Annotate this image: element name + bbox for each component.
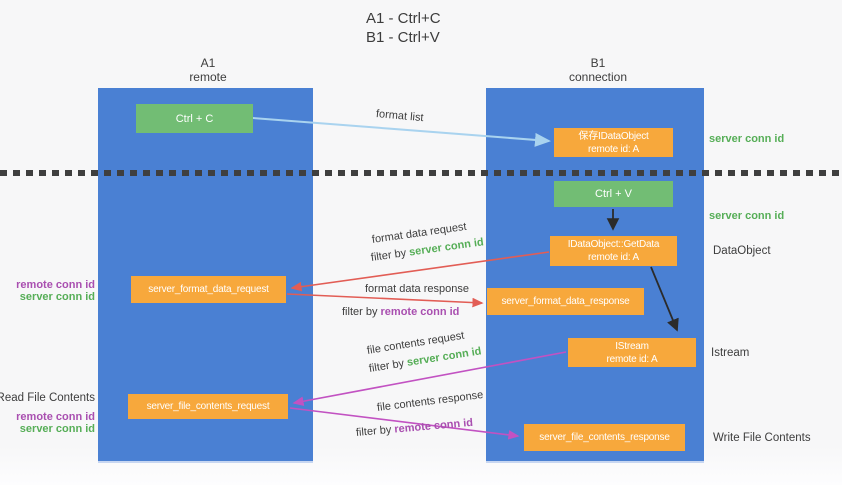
server-format-data-request-box: server_format_data_request — [131, 276, 286, 303]
read-file-contents-label: Read File Contents — [0, 392, 95, 404]
server-format-data-response-label: server_format_data_response — [501, 296, 630, 307]
format-list-arrow — [252, 117, 551, 147]
server-conn-id-label-l2: server conn id — [19, 423, 95, 435]
server-conn-id-label-l1: server conn id — [19, 291, 95, 303]
diagram-title: A1 - Ctrl+C B1 - Ctrl+V — [366, 9, 441, 47]
format-data-response-arrow — [286, 293, 484, 308]
server-file-contents-response-label: server_file_contents_response — [539, 432, 670, 443]
file-contents-request-arrow — [292, 351, 567, 406]
ctrl-c-label: Ctrl + C — [175, 112, 214, 125]
filter-by-text: filter by — [342, 306, 378, 318]
lane-left-id: A1 — [200, 56, 216, 70]
remote-conn-id-label-2: remote conn id — [16, 411, 95, 423]
file-contents-response-arrow — [289, 407, 520, 440]
istream-remote-id: remote id: A — [606, 353, 658, 365]
server-file-contents-request-box: server_file_contents_request — [128, 394, 288, 419]
lane-right-role: connection — [568, 70, 628, 84]
server-format-data-response-box: server_format_data_response — [487, 288, 644, 315]
title-line-ctrl-c: A1 - Ctrl+C — [366, 10, 441, 27]
istream-side-label: Istream — [711, 347, 750, 359]
server-conn-id-label-top: server conn id — [709, 133, 785, 145]
getdata-box: IDataObject::GetData remote id: A — [550, 236, 677, 266]
getdata-to-istream-arrow — [650, 266, 679, 332]
server-conn-id-label-mid: server conn id — [709, 210, 785, 222]
getdata-remote-id: remote id: A — [588, 252, 639, 263]
save-idataobject-remote-id: remote id: A — [588, 143, 639, 155]
server-format-data-request-label: server_format_data_request — [148, 284, 269, 295]
ctrl-c-box: Ctrl + C — [136, 104, 253, 133]
istream-box: IStream remote id: A — [568, 338, 696, 367]
save-idataobject-title: 保存IDataObject — [578, 130, 649, 142]
ctrl-v-label: Ctrl + V — [595, 188, 632, 200]
ctrl-v-box: Ctrl + V — [554, 181, 673, 207]
write-file-contents-label: Write File Contents — [713, 432, 811, 444]
dataobject-label: DataObject — [713, 245, 771, 257]
format-data-response-label: format data response — [365, 283, 469, 295]
format-data-request-arrow — [290, 251, 550, 292]
phase-divider-dotted-line — [0, 170, 842, 176]
lane-header-remote: A1 remote — [148, 56, 268, 84]
remote-conn-id-label-1: remote conn id — [16, 279, 95, 291]
filter-by-remote-conn-id-label-1: filter by remote conn id — [342, 306, 459, 318]
server-file-contents-response-box: server_file_contents_response — [524, 424, 685, 451]
save-idataobject-box: 保存IDataObject remote id: A — [554, 128, 673, 157]
lane-header-connection: B1 connection — [538, 56, 658, 84]
title-line-ctrl-v: B1 - Ctrl+V — [366, 29, 440, 46]
lane-right-id: B1 — [590, 56, 606, 70]
remote-conn-id-text: remote conn id — [380, 306, 460, 318]
lane-left-role: remote — [189, 70, 227, 84]
server-file-contents-request-label: server_file_contents_request — [146, 401, 270, 412]
getdata-title: IDataObject::GetData — [567, 239, 660, 250]
istream-title: IStream — [615, 340, 649, 352]
